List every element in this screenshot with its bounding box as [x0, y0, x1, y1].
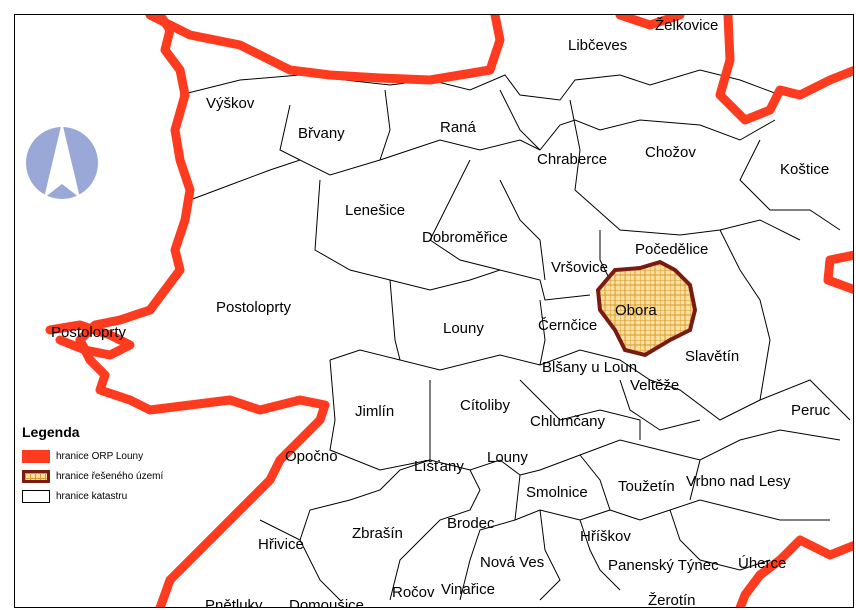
place-label: Postoloprty: [51, 324, 127, 341]
legend-item-study-area: hranice řešeného území: [22, 466, 192, 486]
cadastral-boundaries: [179, 69, 851, 601]
place-label: Zbrašín: [352, 525, 403, 542]
place-label: Lenešice: [345, 202, 405, 219]
place-label: Pnětluky: [205, 597, 263, 610]
place-label: Dobroměřice: [422, 229, 508, 246]
north-arrow-icon: [26, 122, 98, 199]
place-label: Veltěže: [630, 377, 679, 394]
place-label: Želkovice: [655, 17, 718, 34]
place-label: Břvany: [298, 125, 345, 142]
place-label: Libčeves: [568, 37, 627, 54]
legend-swatch-orp: [22, 449, 50, 463]
place-label: Raná: [440, 119, 477, 136]
place-label: Chožov: [645, 144, 696, 161]
place-label: Jimlín: [355, 403, 394, 420]
place-label: Úherce: [738, 555, 786, 572]
legend-label: hranice řešeného území: [56, 470, 164, 482]
place-label: Hříškov: [580, 528, 631, 545]
study-area-obora[interactable]: [595, 259, 698, 358]
place-label: Smolnice: [526, 484, 588, 501]
place-label: Počedělice: [635, 241, 708, 258]
place-label: Louny: [443, 320, 484, 337]
place-label: Koštice: [780, 161, 829, 178]
map-legend: Legenda hranice ORP Louny hranice řešené…: [22, 424, 192, 506]
place-label: Černčice: [538, 317, 597, 334]
place-label: Líšťany: [414, 458, 464, 475]
place-label: Cítoliby: [460, 397, 511, 414]
legend-item-cadastre: hranice katastru: [22, 486, 192, 506]
place-label: Slavětín: [685, 348, 739, 365]
legend-title: Legenda: [22, 424, 80, 440]
place-label: Hřivice: [258, 536, 304, 553]
legend-item-orp: hranice ORP Louny: [22, 446, 192, 466]
place-label: Žerotín: [648, 592, 696, 609]
place-label: Panenský Týnec: [608, 557, 719, 574]
legend-swatch-study-area: [22, 469, 50, 483]
legend-label: hranice ORP Louny: [56, 450, 144, 462]
legend-swatch-cadastre: [22, 489, 50, 503]
place-label: Nová Ves: [480, 554, 544, 571]
place-label: Blšany u Loun: [542, 359, 637, 376]
place-label: Vršovice: [551, 259, 608, 276]
place-label: Chlumčany: [530, 413, 606, 430]
orp-border: [45, 15, 853, 607]
legend-label: hranice katastru: [56, 490, 128, 502]
place-label: Peruc: [791, 402, 831, 419]
place-label: Opočno: [285, 448, 338, 465]
place-label: Ročov: [392, 584, 435, 601]
place-label: Domoušice: [289, 597, 364, 610]
place-label: Chraberce: [537, 151, 607, 168]
place-label: Louny: [487, 449, 528, 466]
place-label: Vinařice: [441, 581, 495, 598]
place-label: Vrbno nad Lesy: [686, 473, 791, 490]
place-label: Obora: [615, 302, 657, 319]
place-label: Postoloprty: [216, 299, 292, 316]
place-label: Toužetín: [618, 478, 675, 495]
place-label: Brodec: [447, 515, 495, 532]
place-label: Výškov: [206, 95, 255, 112]
